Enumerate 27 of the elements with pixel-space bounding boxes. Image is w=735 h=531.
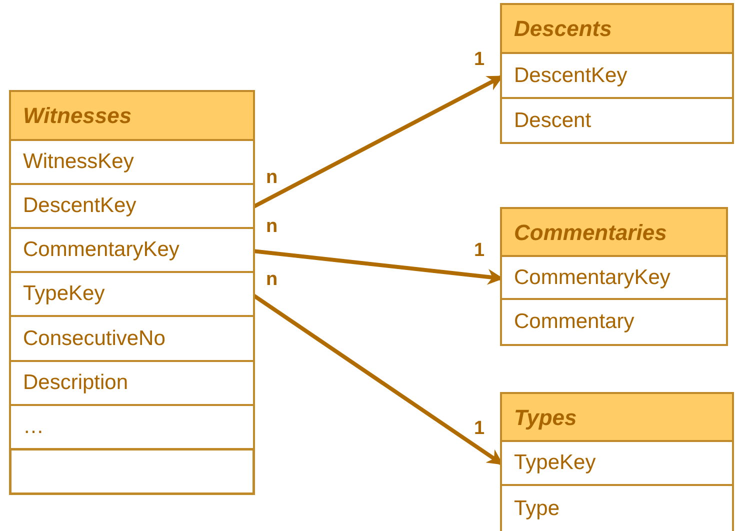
cardinality-label: n xyxy=(266,270,278,289)
cardinality-label: 1 xyxy=(474,241,485,260)
field-row: ConsecutiveNo xyxy=(11,317,253,362)
field-row: Description xyxy=(11,362,253,406)
field-row: TypeKey xyxy=(11,273,253,317)
entity-table xyxy=(500,207,728,346)
table-header: Descents xyxy=(502,5,732,54)
cardinality-label: 1 xyxy=(474,50,485,69)
field-row: Descent xyxy=(502,99,732,142)
field-row: TypeKey xyxy=(502,442,732,486)
table-header: Types xyxy=(502,394,732,442)
entity-table xyxy=(500,392,734,531)
table-header: Witnesses xyxy=(11,92,253,141)
table-header: Commentaries xyxy=(502,209,726,257)
field-row: CommentaryKey xyxy=(11,229,253,273)
field-row: Type xyxy=(502,486,732,531)
entity-table xyxy=(500,3,734,144)
field-row: Commentary xyxy=(502,300,726,344)
field-row: DescentKey xyxy=(502,54,732,99)
cardinality-label: 1 xyxy=(474,419,485,438)
field-row: CommentaryKey xyxy=(502,257,726,300)
field-row: WitnessKey xyxy=(11,141,253,185)
empty-row xyxy=(11,450,253,493)
cardinality-label: n xyxy=(266,168,278,187)
field-row: DescentKey xyxy=(11,185,253,229)
entity-table xyxy=(9,90,255,495)
cardinality-label: n xyxy=(266,217,278,236)
